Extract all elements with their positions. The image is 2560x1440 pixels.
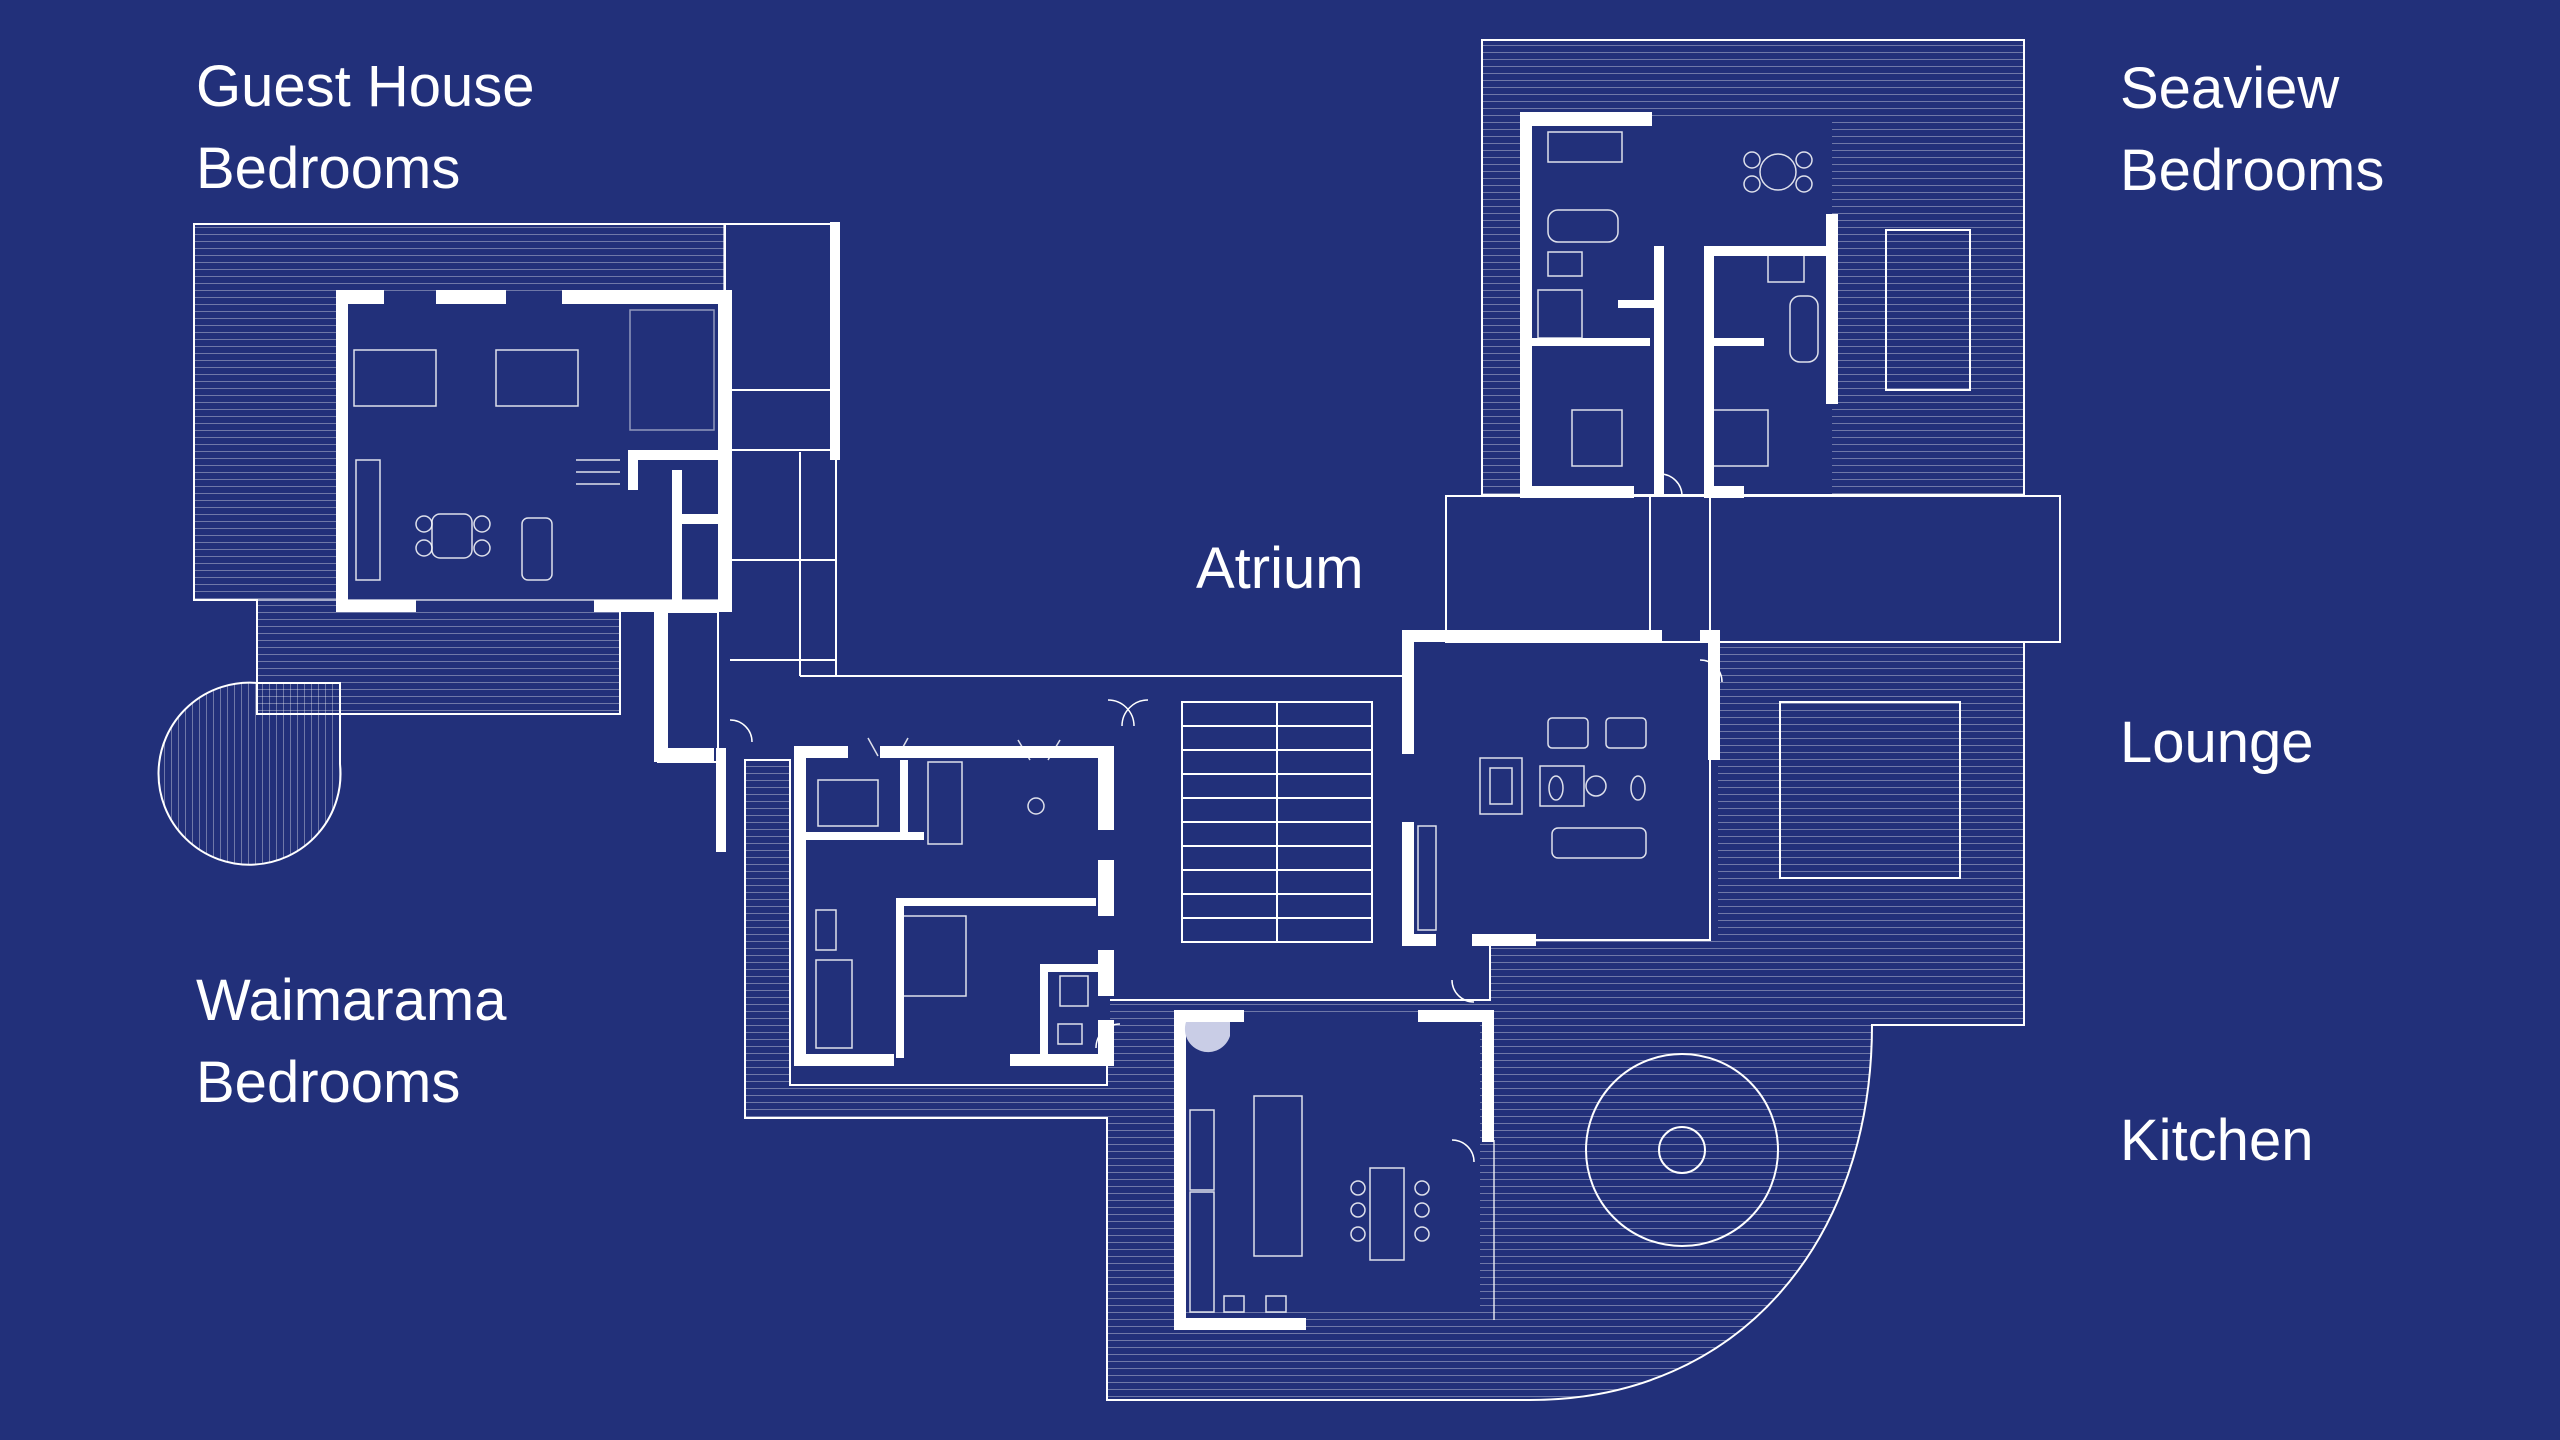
lounge-pool xyxy=(1779,701,1961,879)
seaview-bedrooms-label: Seaview Bedrooms xyxy=(2120,48,2384,212)
atrium-label: Atrium xyxy=(1196,528,1364,610)
walls xyxy=(336,112,1838,1330)
guest-house-label-line2: Bedrooms xyxy=(196,136,461,201)
guest-house-bedrooms-label: Guest House Bedrooms xyxy=(196,46,535,210)
waimarama-label-line2: Bedrooms xyxy=(196,1050,461,1115)
kitchen-round-fixture xyxy=(1184,1022,1230,1053)
spa xyxy=(1585,1053,1779,1247)
seaview-label-line1: Seaview xyxy=(2120,56,2340,121)
lounge-label-text: Lounge xyxy=(2120,710,2314,775)
guest-round-deck xyxy=(157,681,342,866)
waimarama-label-line1: Waimarama xyxy=(196,968,507,1033)
kitchen-label-text: Kitchen xyxy=(2120,1108,2314,1173)
waimarama-bedrooms-label: Waimarama Bedrooms xyxy=(196,960,506,1124)
kitchen-label: Kitchen xyxy=(2120,1100,2313,1182)
seaview-label-line2: Bedrooms xyxy=(2120,138,2385,203)
lounge-label: Lounge xyxy=(2120,702,2314,784)
atrium-stairs xyxy=(1181,701,1373,943)
guest-house-label-line1: Guest House xyxy=(196,54,535,119)
interior-floors xyxy=(344,118,2060,1312)
seaview-pool xyxy=(1885,229,1971,391)
doors xyxy=(729,473,1723,1163)
furniture xyxy=(353,131,1819,1320)
atrium-label-text: Atrium xyxy=(1196,536,1364,601)
